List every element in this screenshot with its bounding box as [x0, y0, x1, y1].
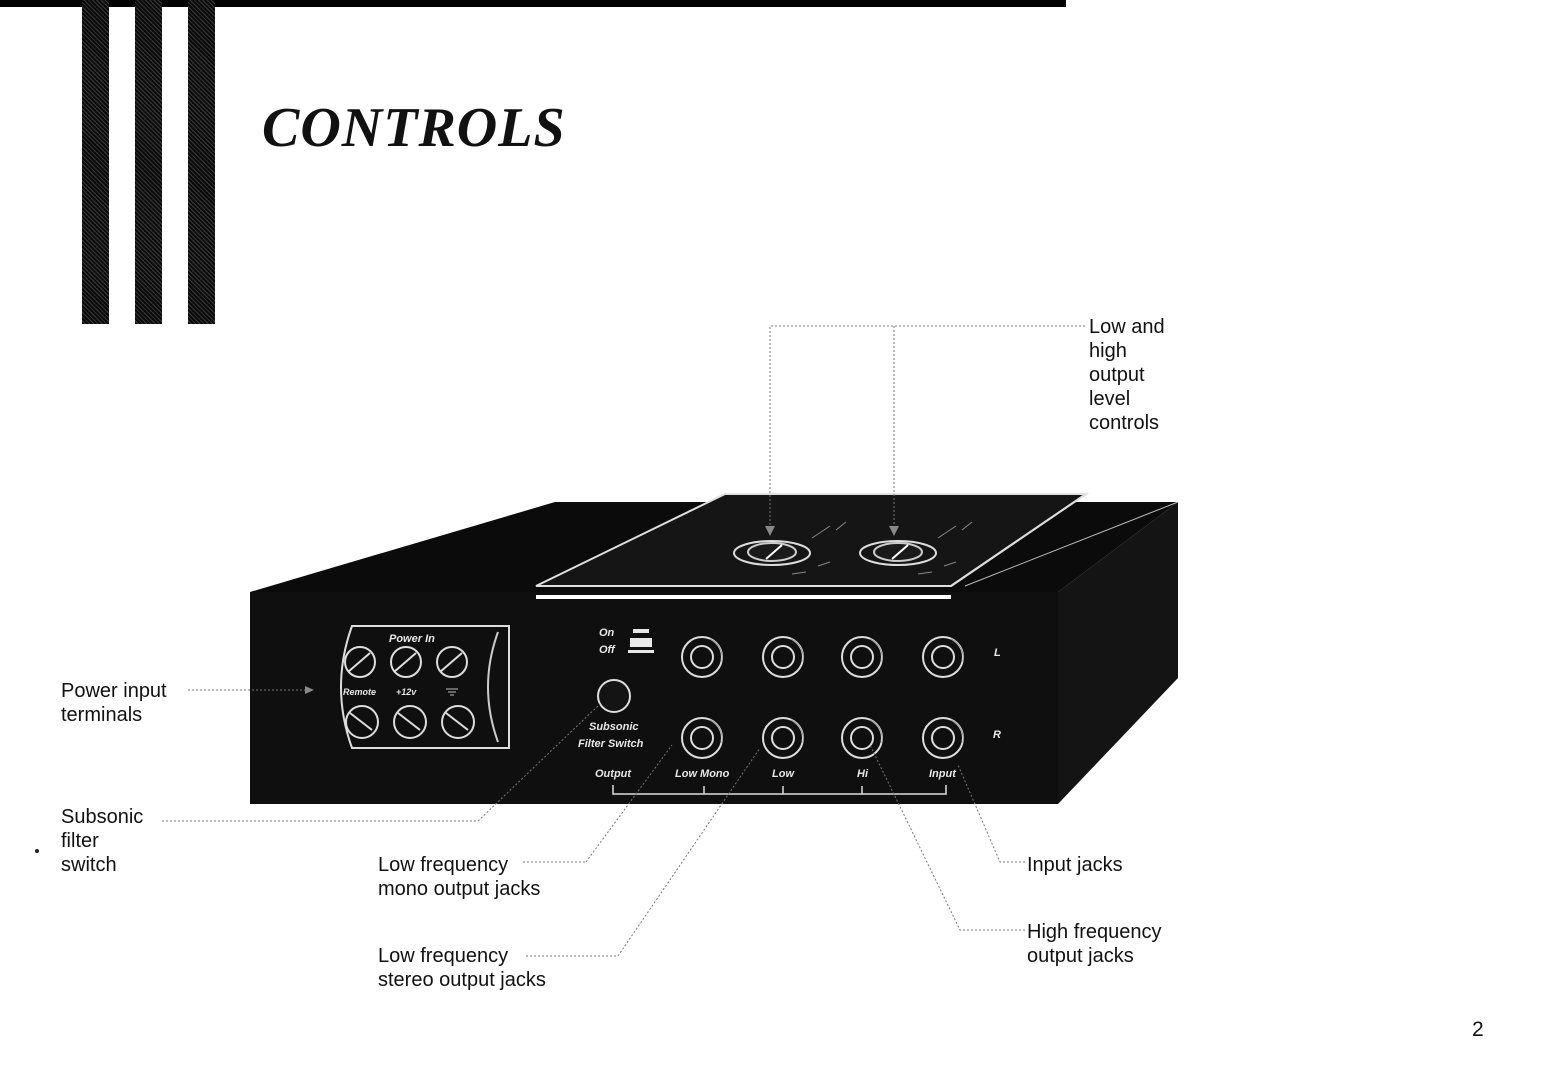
plus12v-label: +12v: [396, 687, 417, 697]
callout-subsonic: Subsonic filter switch: [61, 805, 143, 877]
callout-power-input: Power input terminals: [61, 679, 167, 727]
remote-label: Remote: [343, 687, 376, 697]
low-mono-label: Low Mono: [675, 768, 730, 780]
on-label: On: [599, 627, 615, 639]
power-in-label: Power In: [389, 633, 435, 645]
channel-left-label: L: [994, 647, 1001, 659]
output-label: Output: [595, 768, 632, 780]
hi-label: Hi: [857, 768, 869, 780]
channel-right-label: R: [993, 729, 1001, 741]
page-number: 2: [1472, 1018, 1484, 1042]
callout-low-stereo: Low frequency stereo output jacks: [378, 944, 546, 992]
filter-switch-label: Filter Switch: [578, 738, 644, 750]
subsonic-label: Subsonic: [589, 721, 639, 733]
callout-high-freq: High frequency output jacks: [1027, 920, 1162, 968]
subsonic-filter-switch[interactable]: [598, 680, 630, 712]
stray-dot: [35, 849, 39, 853]
low-label: Low: [772, 768, 795, 780]
callout-level-controls: Low and high output level controls: [1089, 315, 1165, 435]
input-label: Input: [929, 768, 957, 780]
callout-low-mono: Low frequency mono output jacks: [378, 853, 540, 901]
callout-input-jacks: Input jacks: [1027, 853, 1123, 877]
off-label: Off: [599, 644, 616, 656]
